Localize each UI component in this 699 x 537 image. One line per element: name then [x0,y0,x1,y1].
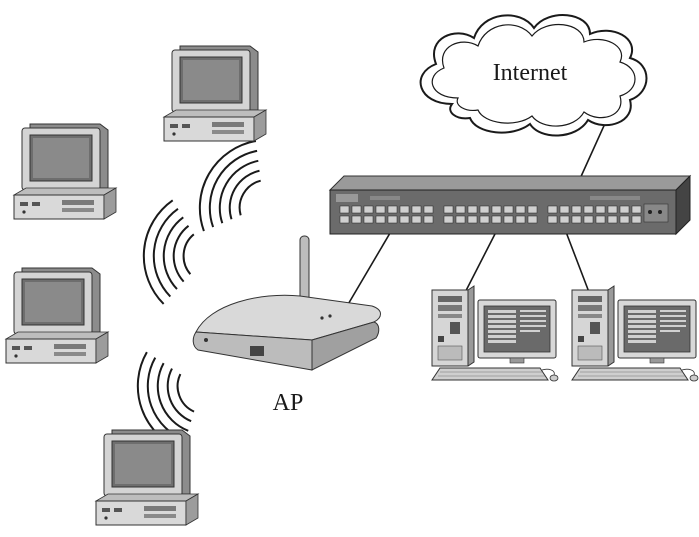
switch-port [375,215,386,224]
switch-port [515,205,526,214]
switch-port [547,205,558,214]
network-switch [328,174,692,236]
switch-port [351,205,362,214]
switch-port [399,205,410,214]
wireless-access-point-icon [192,235,381,371]
switch-port [411,215,422,224]
server-workstation-icon [571,285,699,382]
switch-port [631,205,642,214]
switch-port [631,215,642,224]
switch-port [375,205,386,214]
internet-cloud: Internet [419,14,648,137]
switch-port [387,215,398,224]
switch-port [363,215,374,224]
wireless-signal-arcs [181,127,278,245]
switch-port [443,215,454,224]
switch-port [503,215,514,224]
switch-port [479,215,490,224]
switch-port [479,205,490,214]
wireless-signal-arcs [138,197,198,308]
switch-port [467,205,478,214]
switch-port [387,205,398,214]
server-workstations [431,285,699,382]
switch-port [527,215,538,224]
switch-port [607,205,618,214]
switch-port [619,205,630,214]
switch-port [455,205,466,214]
switch-port [583,205,594,214]
desktop-computer-icon [5,267,109,364]
switch-port [571,215,582,224]
desktop-computer-icon [95,429,199,526]
wireless-signals [123,127,278,460]
switch-port [595,205,606,214]
desktop-computer-icon [13,123,117,220]
switch-port [583,215,594,224]
switch-port [527,205,538,214]
switch-port [595,215,606,224]
desktop-computer-icon [163,45,267,142]
switch-port [559,205,570,214]
switch-port [515,215,526,224]
switch-port [607,215,618,224]
ap-label: AP [273,390,304,416]
switch-server2-link [565,231,593,301]
switch-port [547,215,558,224]
switch-port [491,215,502,224]
switch-port [619,215,630,224]
switch-port [455,215,466,224]
switch-port [467,215,478,224]
switch-port [491,205,502,214]
switch-port [363,205,374,214]
switch-port [339,215,350,224]
switch-port [423,205,434,214]
network-switch-icon [328,174,692,236]
switch-port [411,205,422,214]
switch-port [443,205,454,214]
server-workstation-icon [431,285,559,382]
access-point: AP [192,235,381,416]
switch-port [571,205,582,214]
client-computers [5,45,267,526]
switch-port [399,215,410,224]
switch-port [339,205,350,214]
internet-label: Internet [493,60,568,86]
switch-port [423,215,434,224]
switch-port [559,215,570,224]
switch-port [351,215,362,224]
switch-port [503,205,514,214]
